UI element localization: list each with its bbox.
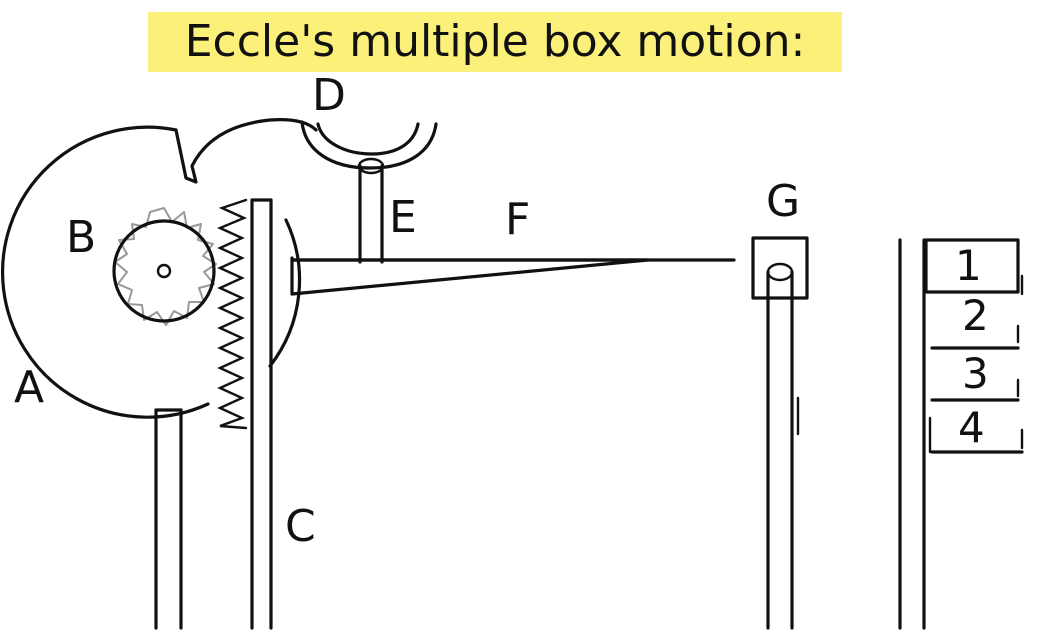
cam-a-right-edge: [268, 218, 302, 368]
cam-d-inner: [316, 122, 420, 156]
box-ticks: [928, 274, 1024, 454]
label-e: E: [389, 192, 417, 243]
rack-teeth: [216, 198, 248, 430]
label-f: F: [505, 194, 531, 245]
label-b: B: [66, 212, 97, 263]
gear-b-teeth: [114, 207, 217, 326]
block-g-pin: [766, 262, 794, 282]
box-label-3: 3: [962, 349, 989, 398]
label-d: D: [312, 70, 346, 121]
gear-b-body: [112, 219, 216, 323]
lever-f: [290, 256, 650, 296]
box-1: [924, 238, 1020, 294]
gear-b-axle: [156, 263, 172, 279]
box-label-2: 2: [962, 291, 989, 340]
cam-a-outline: [0, 125, 210, 419]
label-c: C: [285, 501, 316, 552]
title-highlight-rect: [148, 12, 842, 72]
box-label-1: 1: [955, 241, 982, 290]
cam-a-notch: [174, 118, 318, 184]
block-g: [751, 236, 809, 300]
diagram-title-overlay: Eccle's multiple box motion:: [184, 16, 806, 67]
box-label-4: 4: [958, 403, 985, 452]
rod-e-top: [357, 157, 385, 175]
label-g: G: [766, 176, 801, 227]
label-a: A: [14, 362, 45, 413]
cam-d-outer: [300, 120, 438, 170]
